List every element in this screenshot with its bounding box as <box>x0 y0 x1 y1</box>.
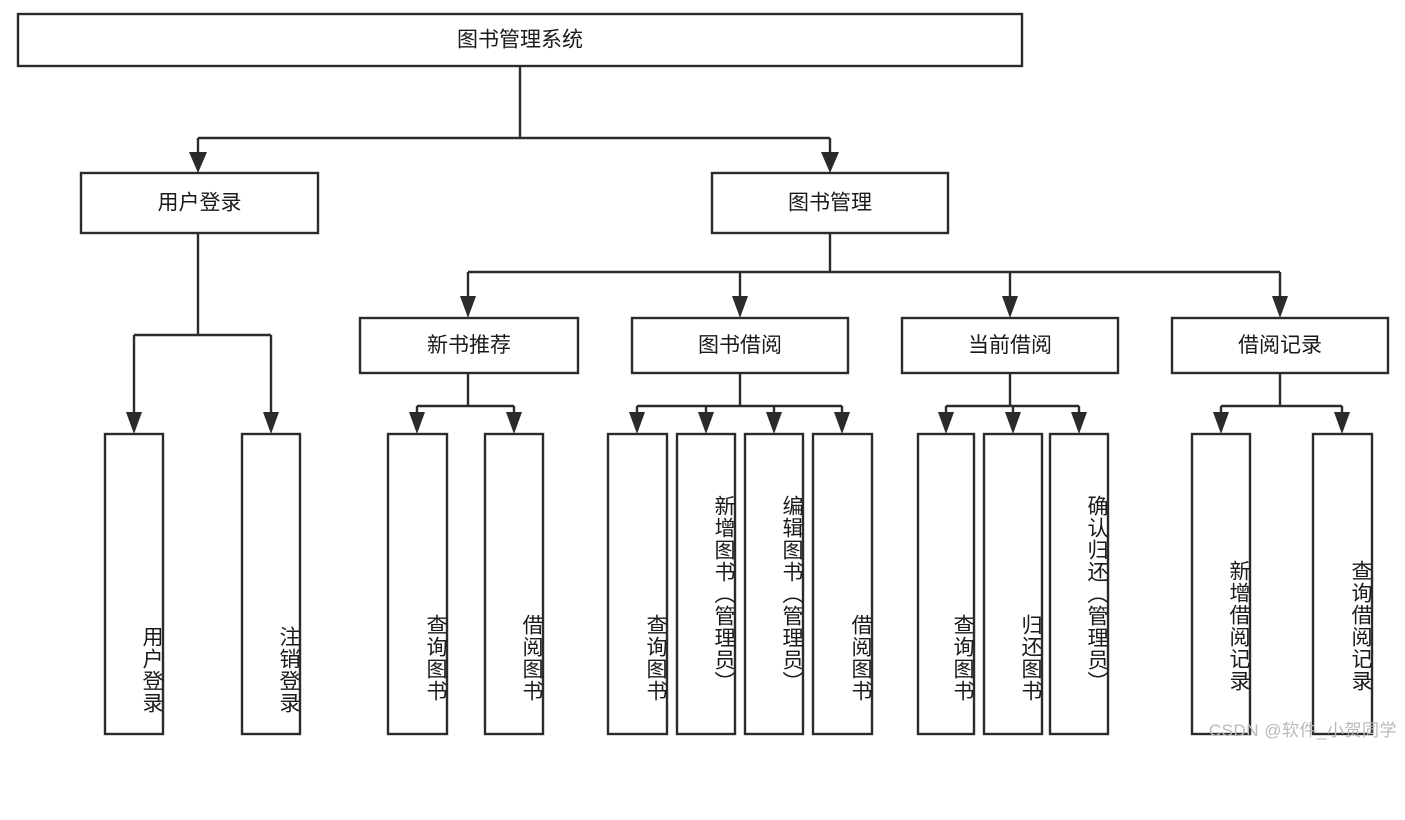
connector-borrow-to-leaves <box>629 373 850 434</box>
node-box-borrow-record[interactable] <box>1170 316 1390 375</box>
node-box-leaf-user-login[interactable] <box>103 432 165 736</box>
node-box-leaf-confirm-return[interactable] <box>1048 432 1110 736</box>
connector-bookmanage-to-level2 <box>460 233 1288 318</box>
node-box-leaf-logout[interactable] <box>240 432 302 736</box>
arrow-head-icon <box>629 412 645 434</box>
arrow-head-icon <box>698 412 714 434</box>
node-label-root: 图书管理系统 <box>457 29 583 52</box>
node-box-root[interactable] <box>16 12 1024 68</box>
flowchart-diagram: 图书管理系统 用户登录 图书管理 新书推荐 图书借阅 当前借阅 借阅记录 <box>16 12 1397 740</box>
arrow-head-icon <box>189 152 207 173</box>
node-box-leaf-query-book-rec[interactable] <box>386 432 449 736</box>
node-box-leaf-add-record[interactable] <box>1190 432 1252 736</box>
node-root[interactable]: 图书管理系统 <box>16 12 1024 68</box>
node-label-current-borrow: 当前借阅 <box>968 334 1052 357</box>
node-label-book-borrow: 图书借阅 <box>698 334 782 357</box>
arrow-head-icon <box>460 296 476 318</box>
node-label-borrow-record: 借阅记录 <box>1238 334 1322 357</box>
node-box-user-login[interactable] <box>79 171 320 235</box>
arrow-head-icon <box>766 412 782 434</box>
csdn-watermark: CSDN @软件_小贺同学 <box>1208 721 1397 740</box>
arrow-head-icon <box>834 412 850 434</box>
arrow-head-icon <box>1334 412 1350 434</box>
arrow-head-icon <box>1213 412 1229 434</box>
connector-current-to-leaves <box>938 373 1087 434</box>
node-box-leaf-borrow-book[interactable] <box>811 432 874 736</box>
arrow-head-icon <box>732 296 748 318</box>
arrow-head-icon <box>938 412 954 434</box>
arrow-head-icon <box>821 152 839 173</box>
node-box-new-book-recommend[interactable] <box>358 316 580 375</box>
node-box-leaf-query-book-cur[interactable] <box>916 432 976 736</box>
arrow-head-icon <box>1005 412 1021 434</box>
arrow-head-icon <box>409 412 425 434</box>
leaf-boxes-group <box>103 432 1374 736</box>
arrow-head-icon <box>126 412 142 434</box>
node-box-leaf-borrow-book-rec[interactable] <box>483 432 545 736</box>
node-current-borrow[interactable]: 当前借阅 <box>900 316 1120 375</box>
connector-recommend-to-leaves <box>409 373 522 434</box>
node-book-borrow[interactable]: 图书借阅 <box>630 316 850 375</box>
node-borrow-record[interactable]: 借阅记录 <box>1170 316 1390 375</box>
node-label-new-book-recommend: 新书推荐 <box>427 334 511 357</box>
connector-root-to-level1 <box>189 66 839 173</box>
node-box-current-borrow[interactable] <box>900 316 1120 375</box>
node-box-leaf-query-record[interactable] <box>1311 432 1374 736</box>
node-book-manage[interactable]: 图书管理 <box>710 171 950 235</box>
node-box-book-borrow[interactable] <box>630 316 850 375</box>
node-label-book-manage: 图书管理 <box>788 192 872 215</box>
arrow-head-icon <box>506 412 522 434</box>
arrow-head-icon <box>1002 296 1018 318</box>
flowchart-canvas: 图书管理系统 用户登录 图书管理 新书推荐 图书借阅 当前借阅 借阅记录 <box>16 12 1390 736</box>
connector-userlogin-to-leaves <box>126 233 279 434</box>
node-box-leaf-query-book-borrow[interactable] <box>606 432 669 736</box>
node-box-leaf-add-book[interactable] <box>675 432 737 736</box>
node-box-leaf-return-book[interactable] <box>982 432 1044 736</box>
connector-record-to-leaves <box>1213 373 1350 434</box>
arrow-head-icon <box>1272 296 1288 318</box>
node-user-login[interactable]: 用户登录 <box>79 171 320 235</box>
node-box-book-manage[interactable] <box>710 171 950 235</box>
node-box-leaf-edit-book[interactable] <box>743 432 805 736</box>
arrow-head-icon <box>1071 412 1087 434</box>
node-label-user-login: 用户登录 <box>158 192 242 215</box>
node-new-book-recommend[interactable]: 新书推荐 <box>358 316 580 375</box>
arrow-head-icon <box>263 412 279 434</box>
